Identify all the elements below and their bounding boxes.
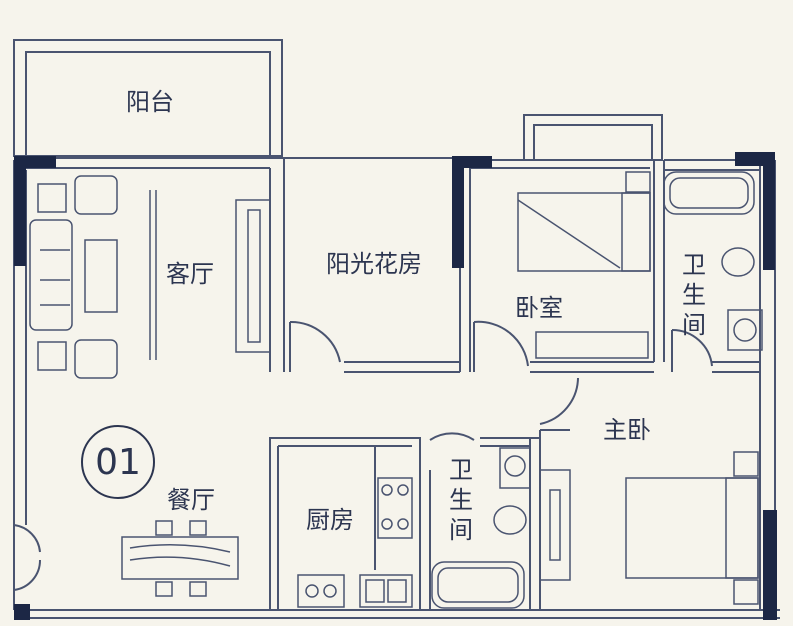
bath-fixtures [431,171,763,609]
room-dining-room: 餐厅 [167,486,215,514]
sofa-set [29,175,271,379]
dining-table [121,520,239,597]
room-bathroom-1: 卫生间 [682,251,706,339]
structural-columns [14,152,777,620]
room-kitchen: 厨房 [306,506,354,534]
room-master-bedroom: 主卧 [603,416,651,444]
bedroom-bed [517,171,651,359]
room-balcony: 阳台 [126,88,174,116]
room-living-room: 客厅 [166,260,214,288]
room-bedroom: 卧室 [515,294,563,322]
room-sunroom: 阳光花房 [326,250,422,278]
wall-outlines [13,39,780,619]
room-bathroom-2: 卫生间 [449,456,473,544]
kitchen-appliances [297,477,413,608]
master-bed [539,451,759,605]
unit-number-badge: 01 [81,425,155,499]
doors [13,320,713,591]
